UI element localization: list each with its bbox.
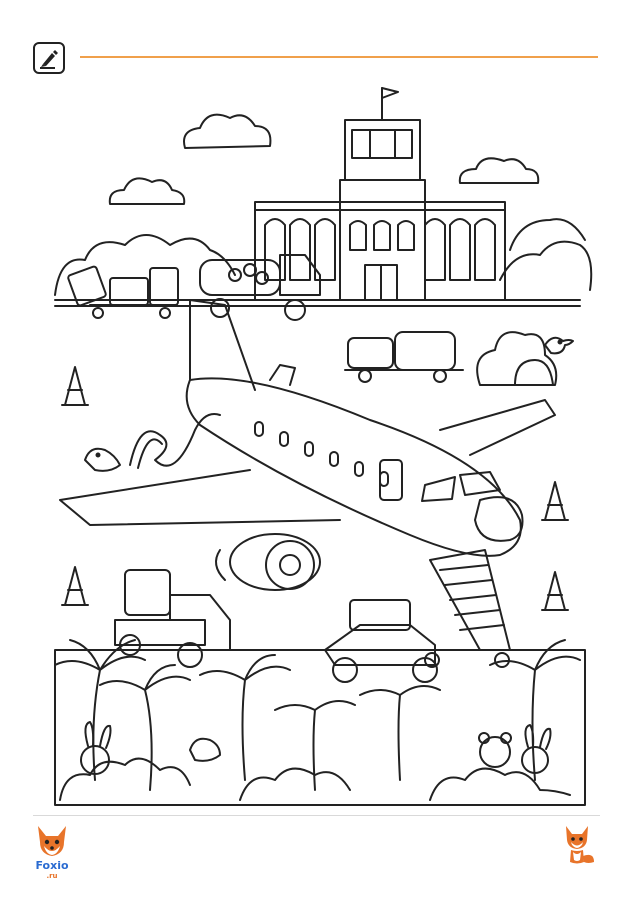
fox-icon xyxy=(38,826,66,856)
cloud-icon xyxy=(183,113,272,149)
foxio-logo[interactable]: Foxio .ru xyxy=(30,822,74,880)
cloud-icon xyxy=(458,157,540,184)
baggage-truck xyxy=(114,569,231,668)
header-divider xyxy=(80,56,598,58)
traffic-cone-icon xyxy=(61,566,89,606)
bunny-icon xyxy=(80,721,112,775)
terminal-building xyxy=(254,87,506,301)
baggage-truck xyxy=(324,599,438,683)
bird-icon xyxy=(189,737,221,762)
cloud-icon xyxy=(108,177,186,205)
traffic-cone-icon xyxy=(541,481,569,521)
airplane xyxy=(59,299,556,591)
bunny-icon xyxy=(521,724,552,774)
logo-domain: .ru xyxy=(46,872,57,880)
logo-text: Foxio xyxy=(35,859,68,872)
bear-icon xyxy=(478,732,512,768)
traffic-cone-icon xyxy=(61,366,89,406)
bird-icon xyxy=(84,447,121,472)
fox-mascot-icon xyxy=(560,822,598,866)
traffic-cone-icon xyxy=(541,571,569,611)
luggage-cart xyxy=(67,265,179,319)
luggage-cart xyxy=(344,331,464,383)
footer-divider xyxy=(33,815,600,816)
fuel-truck xyxy=(199,254,321,321)
jungle-scene xyxy=(54,639,586,806)
coloring-artwork xyxy=(54,87,593,806)
bird-icon xyxy=(544,336,574,355)
pencil-edit-icon xyxy=(33,42,65,74)
